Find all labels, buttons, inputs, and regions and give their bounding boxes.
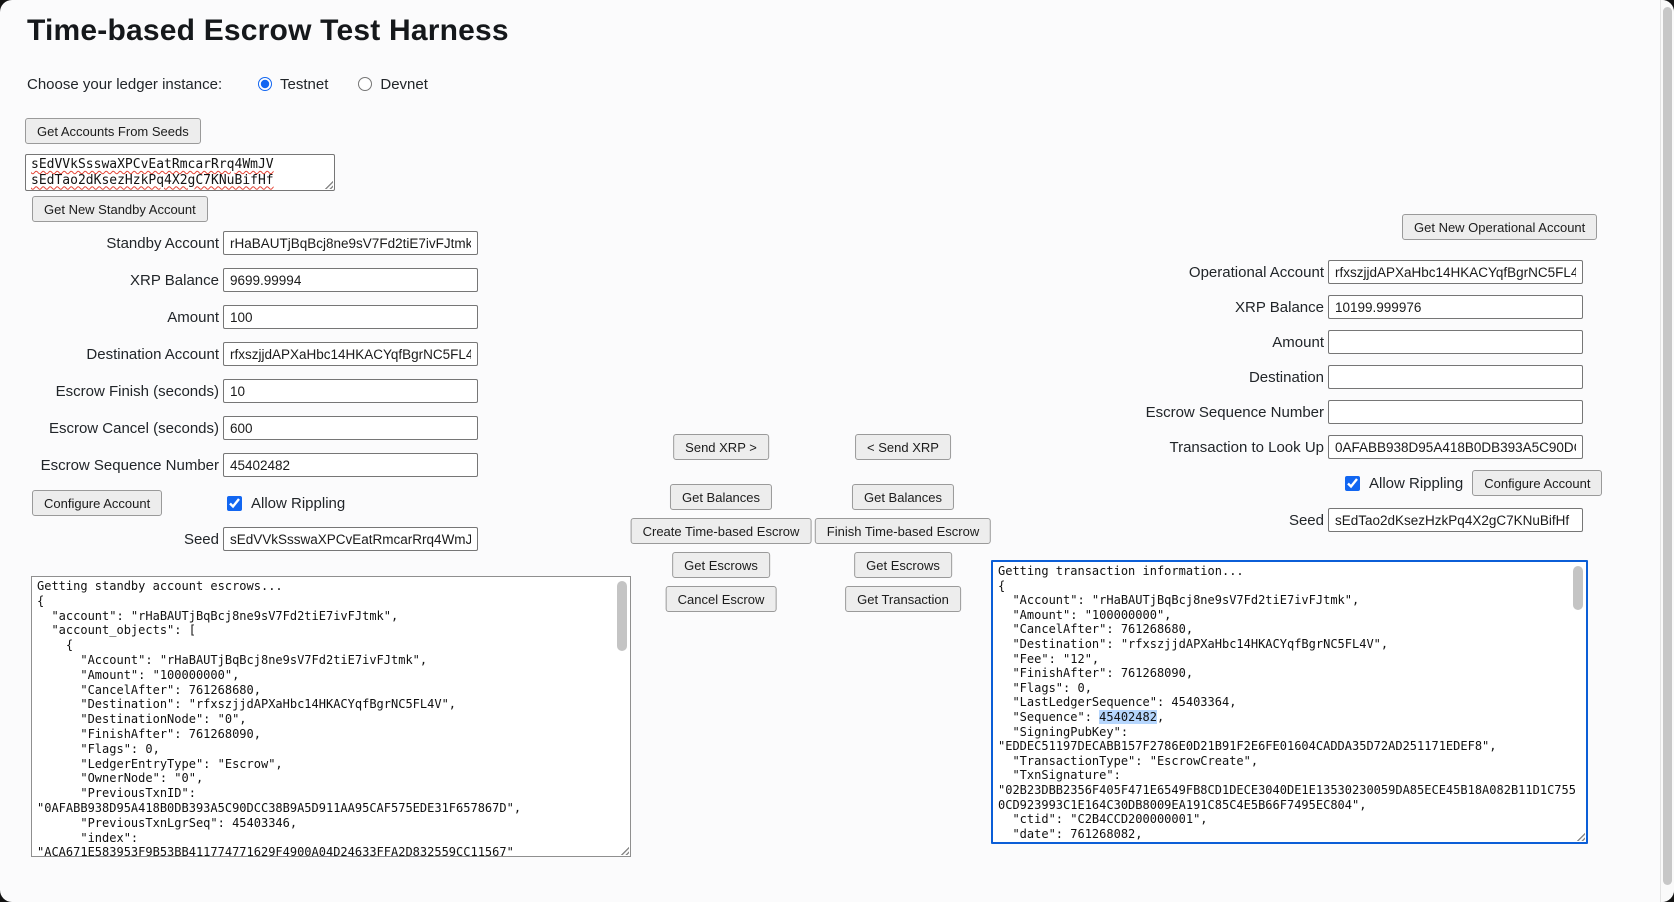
configure-standby-account-button[interactable]: Configure Account — [32, 490, 163, 516]
operational-allow-rippling-checkbox[interactable] — [1345, 475, 1360, 491]
escrow-finish-input[interactable] — [223, 379, 478, 403]
operational-seed-label: Seed — [1288, 511, 1324, 529]
standby-xrp-balance-label: XRP Balance — [130, 271, 219, 289]
standby-allow-rippling-option[interactable]: Allow Rippling — [227, 490, 345, 516]
operational-escrow-sequence-input[interactable] — [1328, 400, 1583, 424]
standby-escrow-sequence-label: Escrow Sequence Number — [40, 456, 219, 474]
standby-destination-label: Destination Account — [86, 345, 219, 363]
escrow-cancel-input[interactable] — [223, 416, 478, 440]
operational-account-label: Operational Account — [1188, 263, 1324, 281]
transaction-lookup-input[interactable] — [1328, 435, 1583, 459]
operational-amount-label: Amount — [1272, 333, 1324, 351]
resize-grip-icon[interactable] — [1575, 831, 1585, 841]
operational-output-scrollbar-thumb[interactable] — [1573, 566, 1583, 610]
transaction-lookup-label: Transaction to Look Up — [1169, 438, 1324, 456]
standby-destination-input[interactable] — [223, 342, 478, 366]
resize-grip-icon[interactable] — [619, 845, 629, 855]
standby-destination-row: Destination Account — [20, 342, 478, 366]
standby-xrp-balance-row: XRP Balance — [20, 268, 478, 292]
transaction-lookup-row: Transaction to Look Up — [1125, 435, 1583, 459]
radio-option-testnet[interactable]: Testnet — [258, 76, 328, 93]
get-standby-balances-button[interactable]: Get Balances — [669, 484, 773, 510]
page-scrollbar[interactable] — [1660, 0, 1674, 902]
create-time-based-escrow-button[interactable]: Create Time-based Escrow — [630, 518, 812, 544]
send-xrp-to-operational-button[interactable]: Send XRP > — [673, 434, 769, 460]
operational-seed-row: Seed — [1125, 508, 1583, 532]
ledger-instance-label: Choose your ledger instance: — [27, 75, 223, 93]
operational-configure-row: Allow Rippling Configure Account — [1345, 470, 1603, 496]
standby-seed-row: Seed — [20, 527, 478, 551]
seeds-textarea[interactable]: sEdVVkSsswaXPCvEatRmcarRrq4WmJV sEdTao2d… — [25, 154, 335, 191]
escrow-finish-label: Escrow Finish (seconds) — [55, 382, 219, 400]
testnet-radio-label: Testnet — [280, 75, 329, 93]
standby-amount-row: Amount — [20, 305, 478, 329]
operational-allow-rippling-label: Allow Rippling — [1369, 474, 1464, 492]
operational-output-text: Getting transaction information... { "Ac… — [998, 564, 1576, 841]
operational-xrp-balance-input[interactable] — [1328, 295, 1583, 319]
standby-amount-label: Amount — [167, 308, 219, 326]
get-transaction-button[interactable]: Get Transaction — [845, 586, 961, 612]
standby-output-scrollbar-thumb[interactable] — [617, 581, 627, 651]
operational-amount-row: Amount — [1125, 330, 1583, 354]
finish-time-based-escrow-button[interactable]: Finish Time-based Escrow — [814, 518, 992, 544]
operational-destination-row: Destination — [1125, 365, 1583, 389]
operational-amount-input[interactable] — [1328, 330, 1583, 354]
testnet-radio[interactable] — [258, 77, 272, 91]
standby-escrow-sequence-row: Escrow Sequence Number — [20, 453, 478, 477]
get-standby-escrows-button[interactable]: Get Escrows — [672, 552, 770, 578]
get-new-operational-account-button[interactable]: Get New Operational Account — [1402, 214, 1598, 240]
operational-xrp-balance-row: XRP Balance — [1125, 295, 1583, 319]
standby-allow-rippling-checkbox[interactable] — [227, 495, 242, 511]
operational-destination-label: Destination — [1248, 368, 1324, 386]
standby-account-label: Standby Account — [106, 234, 219, 252]
seed-line-1: sEdVVkSsswaXPCvEatRmcarRrq4WmJV — [31, 157, 274, 172]
operational-xrp-balance-label: XRP Balance — [1235, 298, 1324, 316]
get-new-standby-account-button[interactable]: Get New Standby Account — [32, 196, 208, 222]
devnet-radio[interactable] — [358, 77, 373, 91]
get-accounts-from-seeds-button[interactable]: Get Accounts From Seeds — [25, 118, 201, 144]
ledger-instance-row: Choose your ledger instance: Testnet Dev… — [27, 74, 458, 94]
cancel-escrow-button[interactable]: Cancel Escrow — [665, 586, 777, 612]
operational-destination-input[interactable] — [1328, 365, 1583, 389]
operational-seed-input[interactable] — [1328, 508, 1583, 532]
standby-allow-rippling-label: Allow Rippling — [251, 494, 346, 512]
radio-option-devnet[interactable]: Devnet — [358, 76, 428, 93]
standby-seed-input[interactable] — [223, 527, 478, 551]
standby-account-input[interactable] — [223, 231, 478, 255]
escrow-cancel-row: Escrow Cancel (seconds) — [20, 416, 478, 440]
standby-output-textarea[interactable]: Getting standby account escrows... { "ac… — [31, 576, 631, 857]
seed-line-2: sEdTao2dKsezHzkPq4X2gC7KNuBifHf — [31, 172, 274, 188]
standby-xrp-balance-input[interactable] — [223, 268, 478, 292]
operational-escrow-sequence-label: Escrow Sequence Number — [1145, 403, 1324, 421]
page-scrollbar-thumb[interactable] — [1663, 7, 1672, 885]
standby-seed-label: Seed — [183, 530, 219, 548]
operational-account-row: Operational Account — [1125, 260, 1583, 284]
resize-grip-icon[interactable] — [323, 179, 333, 189]
get-operational-balances-button[interactable]: Get Balances — [851, 484, 955, 510]
escrow-finish-row: Escrow Finish (seconds) — [20, 379, 478, 403]
operational-output-textarea[interactable]: Getting transaction information... { "Ac… — [991, 560, 1588, 844]
standby-escrow-sequence-input[interactable] — [223, 453, 478, 477]
escrow-cancel-label: Escrow Cancel (seconds) — [48, 419, 219, 437]
page-title: Time-based Escrow Test Harness — [27, 14, 509, 47]
standby-output-text: Getting standby account escrows... { "ac… — [37, 579, 522, 857]
standby-account-row: Standby Account — [20, 231, 478, 255]
operational-escrow-sequence-row: Escrow Sequence Number — [1125, 400, 1583, 424]
operational-account-input[interactable] — [1328, 260, 1583, 284]
send-xrp-to-standby-button[interactable]: < Send XRP — [855, 434, 951, 460]
standby-amount-input[interactable] — [223, 305, 478, 329]
configure-operational-account-button[interactable]: Configure Account — [1472, 470, 1603, 496]
devnet-radio-label: Devnet — [380, 75, 428, 93]
get-operational-escrows-button[interactable]: Get Escrows — [854, 552, 952, 578]
